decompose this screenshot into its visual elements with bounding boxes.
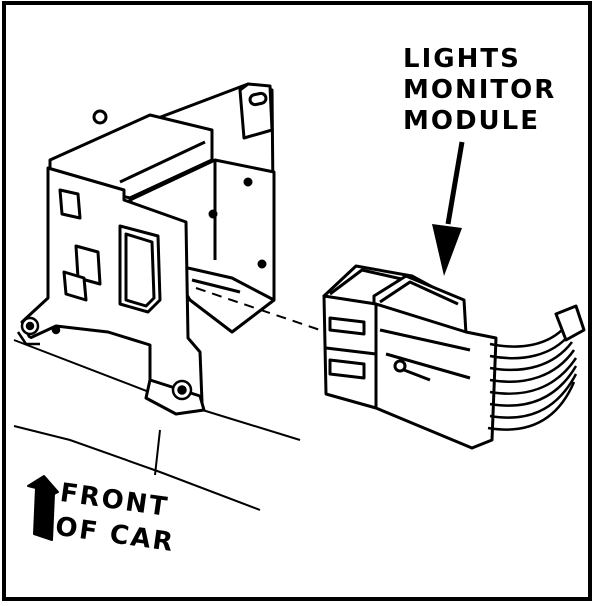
label-line-2: MONITOR [403, 75, 557, 105]
alignment-guide [195, 287, 321, 331]
frame-border [2, 1, 592, 601]
callout-arrow [432, 141, 465, 276]
lights-monitor-module [322, 264, 586, 450]
mounting-bracket [20, 82, 276, 416]
label-line-3: MODULE [403, 106, 540, 136]
lights-monitor-module-label: LIGHTS MONITOR MODULE [403, 46, 556, 139]
mounting-bolts [16, 316, 193, 401]
front-arrow-icon [27, 475, 59, 541]
label-line-1: LIGHTS [403, 44, 521, 74]
